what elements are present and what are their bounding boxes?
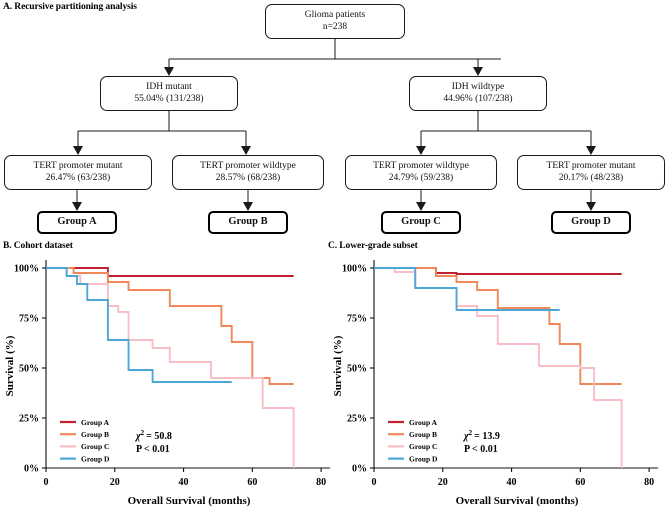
node-idh-mutant-line2: 55.04% (131/238) — [134, 93, 204, 104]
x-tick-label: 20 — [438, 477, 448, 488]
p-value-annotation: P < 0.01 — [136, 444, 170, 455]
x-tick-label: 40 — [179, 477, 189, 488]
y-tick-label: 100% — [14, 264, 39, 275]
panel-a-label: A. Recursive partitioning analysis — [3, 2, 137, 12]
km-curve-group-d — [374, 267, 560, 311]
y-tick-label: 0% — [352, 464, 367, 475]
node-idh-mutant: IDH mutant 55.04% (131/238) — [100, 76, 238, 111]
legend-label-group-d: Group D — [409, 454, 438, 463]
y-tick-label: 75% — [19, 314, 39, 325]
x-axis-title: Overall Survival (months) — [128, 495, 251, 507]
legend-label-group-b: Group B — [81, 430, 109, 439]
node-tert-a-line1: TERT promoter mutant — [33, 160, 123, 171]
y-axis-title: Survival (%) — [4, 335, 16, 396]
node-idh-wildtype-line1: IDH wildtype — [451, 81, 505, 92]
chi-square-annotation: χ2= 50.8 — [134, 429, 172, 442]
y-tick-label: 100% — [342, 264, 367, 275]
node-glioma-patients-line2: n=238 — [322, 21, 348, 32]
y-tick-label: 75% — [347, 314, 367, 325]
node-group-b: Group B — [208, 211, 288, 234]
node-tert-d-line2: 20.17% (48/238) — [558, 172, 624, 183]
y-tick-label: 0% — [24, 464, 39, 475]
km-curve-group-d — [46, 267, 232, 383]
panel-c-label: C. Lower-grade subset — [328, 241, 418, 251]
y-tick-label: 50% — [19, 364, 39, 375]
y-tick-label: 25% — [347, 414, 367, 425]
node-glioma-patients: Glioma patients n=238 — [265, 4, 405, 39]
x-tick-label: 40 — [507, 477, 517, 488]
km-curve-group-a — [46, 267, 294, 277]
x-tick-label: 80 — [316, 477, 326, 488]
node-group-a-label: Group A — [57, 216, 97, 228]
node-tert-b-line1: TERT promoter wildtype — [200, 160, 296, 171]
legend-label-group-c: Group C — [409, 442, 437, 451]
y-axis-title: Survival (%) — [332, 335, 344, 396]
legend-label-group-c: Group C — [81, 442, 109, 451]
x-tick-label: 60 — [247, 477, 257, 488]
y-tick-label: 50% — [347, 364, 367, 375]
x-tick-label: 20 — [110, 477, 120, 488]
node-tert-promoter-wildtype-c: TERT promoter wildtype 24.79% (59/238) — [345, 155, 497, 190]
legend-label-group-a: Group A — [409, 418, 438, 427]
x-tick-label: 0 — [372, 477, 377, 488]
node-tert-a-line2: 26.47% (63/238) — [45, 172, 111, 183]
node-group-b-label: Group B — [228, 216, 268, 228]
node-idh-wildtype: IDH wildtype 44.96% (107/238) — [409, 76, 547, 111]
legend-label-group-b: Group B — [409, 430, 437, 439]
km-curve-group-b — [374, 267, 622, 385]
node-tert-promoter-mutant-d: TERT promoter mutant 20.17% (48/238) — [517, 155, 665, 190]
node-group-a: Group A — [37, 211, 117, 234]
x-tick-label: 60 — [575, 477, 585, 488]
legend-label-group-d: Group D — [81, 454, 110, 463]
node-group-c-label: Group C — [401, 216, 441, 228]
x-axis-title: Overall Survival (months) — [456, 495, 579, 507]
node-tert-d-line1: TERT promoter mutant — [546, 160, 636, 171]
node-tert-c-line1: TERT promoter wildtype — [373, 160, 469, 171]
node-group-c: Group C — [381, 211, 461, 234]
p-value-annotation: P < 0.01 — [464, 444, 498, 455]
x-tick-label: 80 — [644, 477, 654, 488]
node-glioma-patients-line1: Glioma patients — [304, 9, 366, 20]
y-tick-label: 25% — [19, 414, 39, 425]
node-tert-b-line2: 28.57% (68/238) — [215, 172, 281, 183]
chi-square-annotation: χ2= 13.9 — [462, 429, 500, 442]
x-tick-label: 0 — [44, 477, 49, 488]
panel-b-label: B. Cohort dataset — [3, 241, 73, 251]
node-tert-c-line2: 24.79% (59/238) — [388, 172, 454, 183]
node-group-d: Group D — [551, 211, 631, 234]
flowchart-connector-lines — [72, 39, 596, 211]
node-idh-wildtype-line2: 44.96% (107/238) — [443, 93, 513, 104]
legend-label-group-a: Group A — [81, 418, 110, 427]
node-tert-promoter-wildtype-b: TERT promoter wildtype 28.57% (68/238) — [172, 155, 324, 190]
node-tert-promoter-mutant-a: TERT promoter mutant 26.47% (63/238) — [4, 155, 152, 190]
recursive-partitioning-flowchart: Glioma patients n=238 IDH mutant 55.04% … — [0, 0, 669, 240]
node-group-d-label: Group D — [571, 216, 611, 228]
node-idh-mutant-line1: IDH mutant — [146, 81, 192, 92]
km-curve-group-b — [46, 267, 294, 385]
